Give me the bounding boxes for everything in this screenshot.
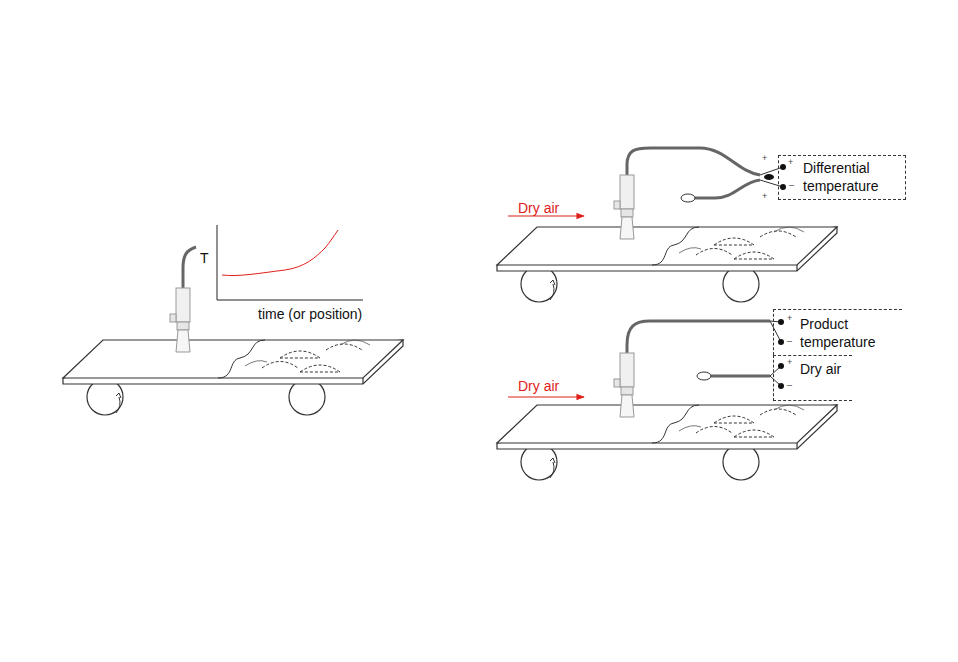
polarity-sign: + — [788, 157, 793, 167]
air-probe — [697, 372, 711, 380]
terminal — [778, 339, 784, 345]
temperature-sensor — [614, 175, 634, 239]
conveyor-belt — [63, 340, 403, 415]
flow-label: Dry air — [518, 200, 559, 216]
polarity-sign: + — [762, 153, 767, 163]
sensor-cable — [627, 148, 760, 178]
sensor-cable — [183, 247, 196, 290]
flow-label: Dry air — [518, 378, 559, 394]
reference-cable — [695, 180, 760, 198]
conveyor-belt — [497, 227, 837, 302]
reference-probe — [681, 194, 695, 202]
polarity-sign: – — [787, 336, 792, 346]
sensor-group — [614, 175, 634, 239]
conveyor-belt — [497, 405, 837, 480]
axis-label: T — [200, 250, 209, 266]
terminal — [778, 363, 784, 369]
terminal-wires — [760, 167, 783, 187]
terminal — [778, 383, 784, 389]
instrument-label: Differential temperature — [803, 159, 895, 195]
conveyor-belt-group — [497, 227, 837, 302]
conveyor-belt-group — [497, 405, 837, 480]
polarity-sign: – — [787, 380, 792, 390]
air-probe-cable — [711, 375, 770, 378]
polarity-sign: + — [762, 191, 767, 201]
temperature-sensor — [614, 353, 634, 417]
air-flow-arrow — [508, 396, 584, 397]
sensor-group — [614, 353, 634, 417]
instrument-box: Product temperature — [773, 309, 902, 355]
axis-label: time (or position) — [258, 306, 362, 322]
thermocouple-junction — [764, 174, 774, 180]
polarity-sign: – — [789, 180, 794, 190]
polarity-sign: + — [787, 357, 792, 367]
temperature-sensor — [170, 288, 190, 352]
terminal — [778, 319, 784, 325]
graph-axes — [217, 225, 363, 300]
instrument-box: Differential temperature — [778, 155, 906, 200]
terminal-wires — [770, 321, 781, 386]
instrument-label: Product temperature — [800, 315, 892, 351]
terminal — [780, 164, 786, 170]
sensor-cable — [627, 321, 770, 358]
polarity-sign: + — [787, 313, 792, 323]
instrument-label: Dry air — [800, 360, 844, 378]
temperature-curve — [222, 230, 338, 276]
terminal — [780, 184, 786, 190]
instrument-box: Dry air — [773, 355, 852, 401]
